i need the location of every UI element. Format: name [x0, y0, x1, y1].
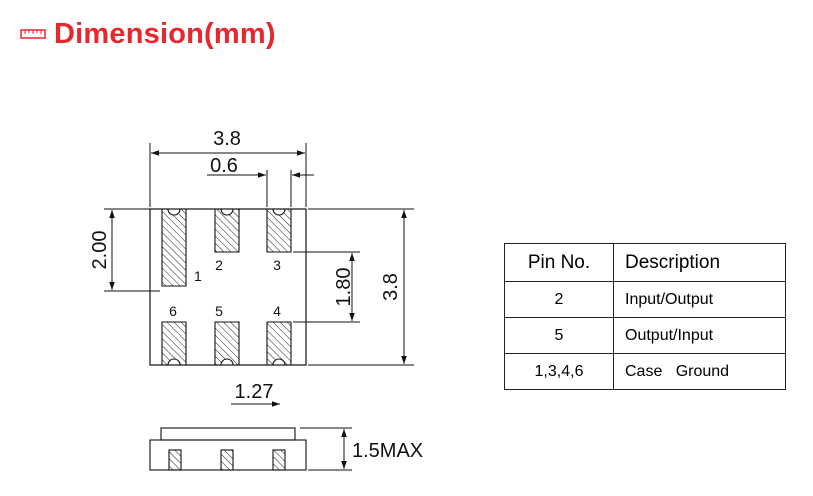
- header: Dimension(mm): [20, 14, 276, 54]
- dimension-max-height: [300, 427, 352, 471]
- table-cell-pin: 2: [504, 281, 614, 318]
- dimension-pitch-label: 1.27: [235, 381, 274, 403]
- pin-description-table: Pin No. Description 2 Input/Output 5 Out…: [504, 243, 786, 390]
- dimension-max-height-label: 1.5MAX: [352, 440, 423, 462]
- dimension-pad-gap-label: 1.80: [333, 268, 355, 307]
- pad-2: [214, 208, 240, 253]
- pin-label-2: 2: [215, 257, 223, 273]
- pad-4: [266, 321, 292, 366]
- pin-label-6: 6: [169, 303, 177, 319]
- pad-3: [266, 208, 292, 253]
- table-cell-pin: 1,3,4,6: [504, 353, 614, 390]
- pad-6: [161, 321, 187, 366]
- pin-label-5: 5: [215, 303, 223, 319]
- column-header-description: Description: [613, 243, 786, 282]
- pad-5: [214, 321, 240, 366]
- table-header-row: Pin No. Description: [504, 243, 786, 282]
- pin-label-3: 3: [273, 257, 281, 273]
- dimension-pad-gap: [293, 251, 360, 323]
- dimension-pad-width: [207, 170, 314, 207]
- package-body-outline: [149, 208, 307, 366]
- table-row: 1,3,4,6 Case Ground: [504, 353, 786, 390]
- pin-label-1: 1: [194, 268, 202, 284]
- dimension-pad-height: [104, 208, 160, 292]
- table-cell-description: Input/Output: [613, 281, 786, 318]
- package-side-view: [149, 427, 307, 471]
- dimension-body-width-label: 3.8: [213, 128, 241, 150]
- dimension-pad-width-label: 0.6: [210, 155, 238, 177]
- pin-label-4: 4: [273, 303, 281, 319]
- table-cell-description: Case Ground: [613, 353, 786, 390]
- ruler-icon: [20, 29, 46, 39]
- page-title: Dimension(mm): [54, 17, 276, 50]
- table-cell-description: Output/Input: [613, 317, 786, 354]
- table-row: 2 Input/Output: [504, 281, 786, 318]
- table-cell-pin: 5: [504, 317, 614, 354]
- column-header-pin-no: Pin No.: [504, 243, 614, 282]
- dimension-body-height: [308, 208, 414, 366]
- dimension-body-height-label: 3.8: [380, 273, 402, 301]
- dimension-pad-height-label: 2.00: [89, 231, 111, 270]
- table-row: 5 Output/Input: [504, 317, 786, 354]
- pad-1: [161, 208, 187, 287]
